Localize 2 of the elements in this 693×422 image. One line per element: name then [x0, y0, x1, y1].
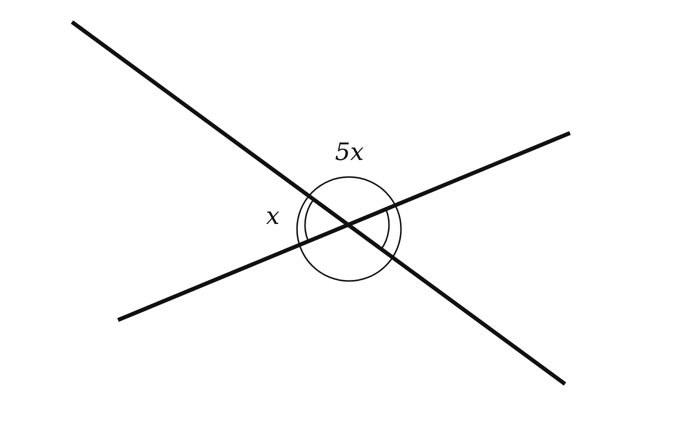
angle-label: 5x: [335, 140, 364, 164]
angle-label: x: [266, 204, 280, 228]
